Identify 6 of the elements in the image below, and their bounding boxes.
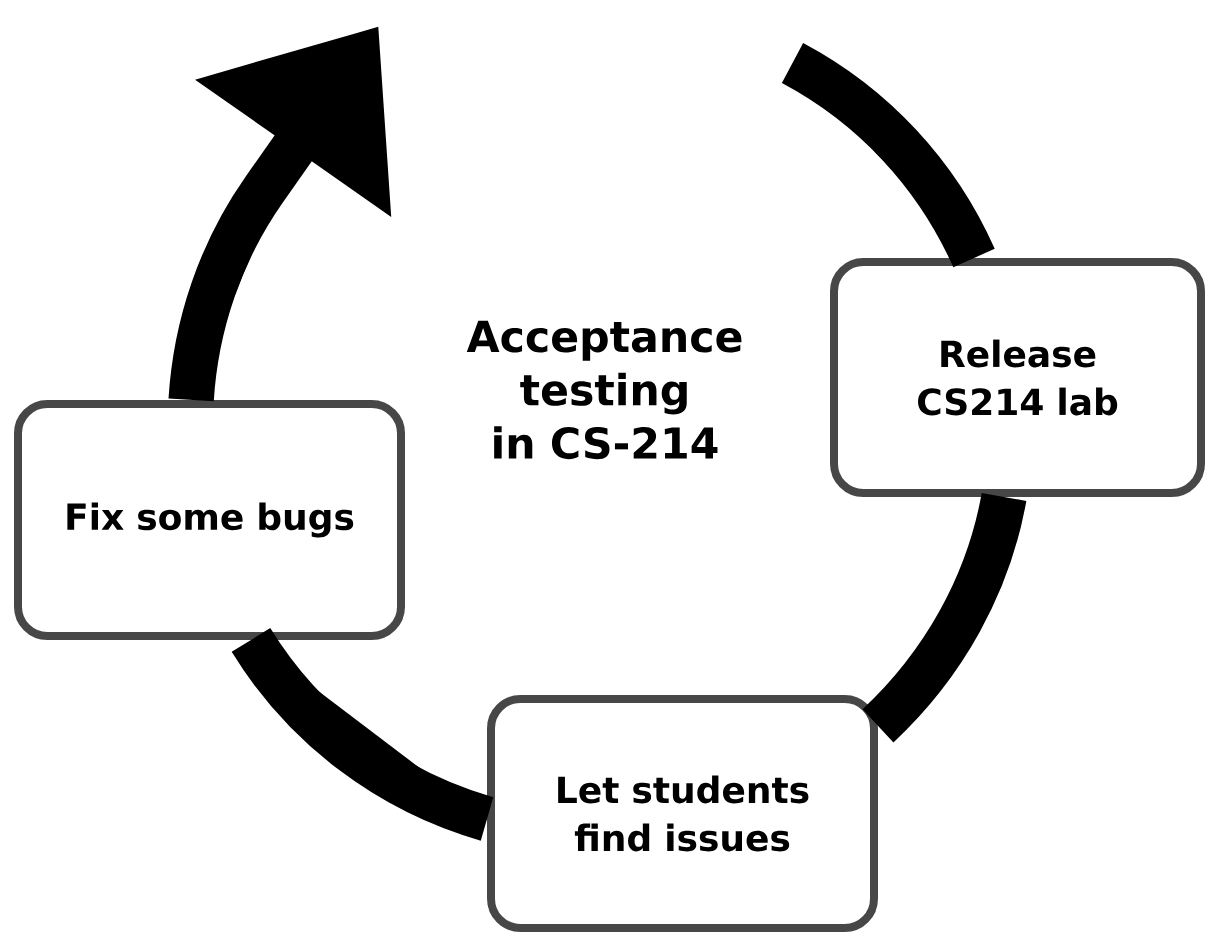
process-box: Let students find issues xyxy=(487,695,878,932)
title: Acceptance testing in CS-214 xyxy=(466,320,742,460)
cycle-arrow xyxy=(781,43,995,268)
cycle-arrow xyxy=(232,627,494,841)
process-box: Fix some bugs xyxy=(14,400,405,640)
process-box: Release CS214 lab xyxy=(830,258,1205,497)
